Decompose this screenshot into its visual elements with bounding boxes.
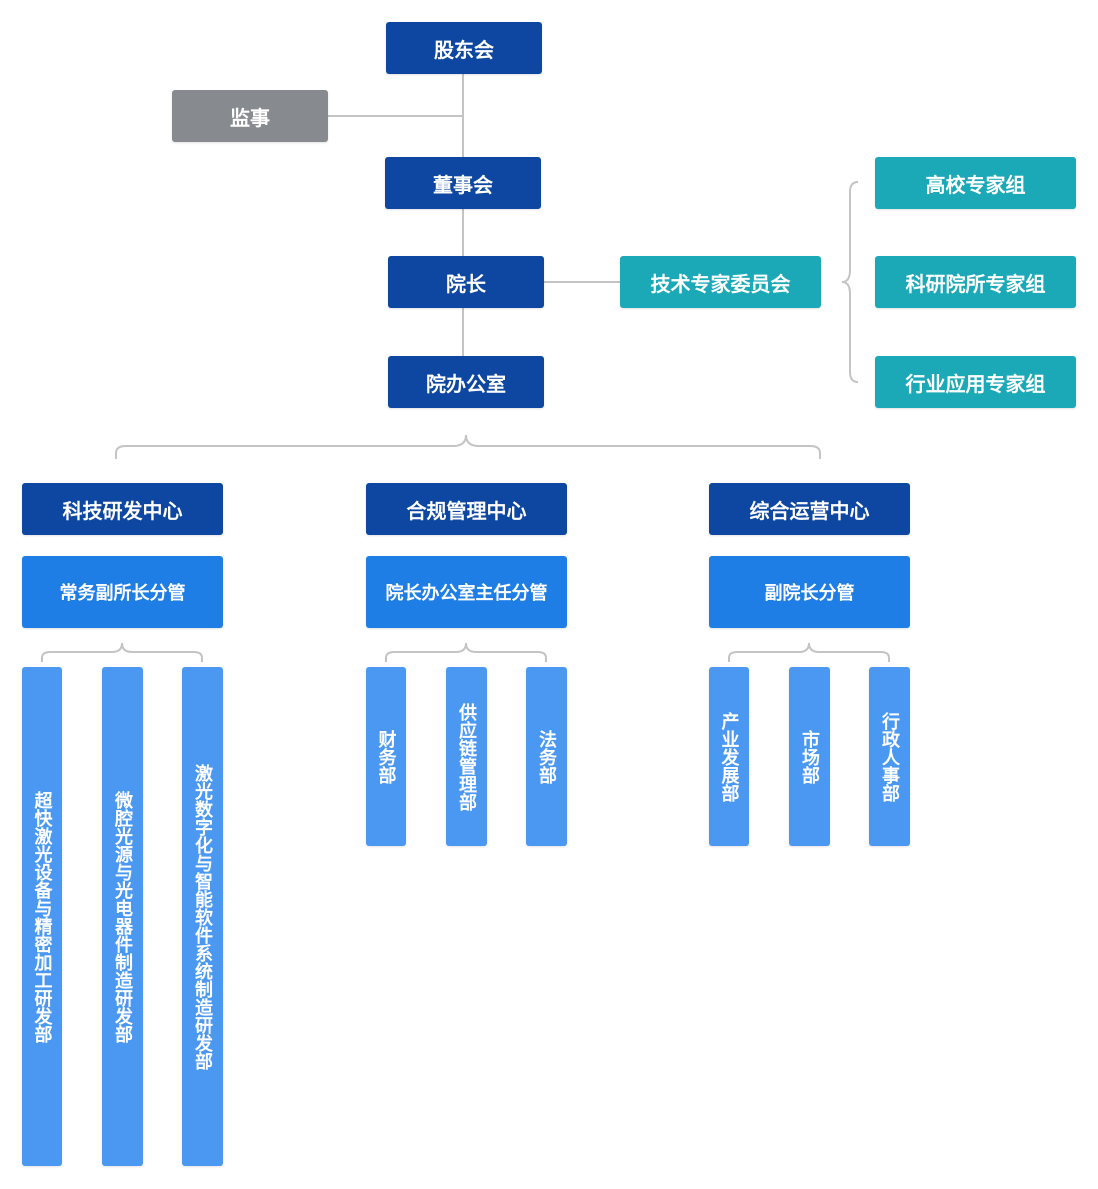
dept-ultrafast-laser: 超快激光设备与精密加工研发部 (22, 667, 62, 1166)
board-node: 董事会 (385, 157, 541, 209)
brace-expert-groups (841, 181, 859, 383)
center-compliance-manager: 院长办公室主任分管 (366, 556, 567, 628)
office-node: 院办公室 (388, 356, 544, 408)
shareholders-node: 股东会 (386, 22, 542, 74)
expert-group-university: 高校专家组 (875, 157, 1076, 209)
expert-group-industry: 行业应用专家组 (875, 356, 1076, 408)
brace-compliance-departments (385, 642, 547, 662)
center-rd-manager: 常务副所长分管 (22, 556, 223, 628)
dept-admin-hr: 行政人事部 (869, 667, 910, 846)
center-rd: 科技研发中心 (22, 483, 223, 535)
brace-centers (115, 434, 821, 459)
brace-rd-departments (41, 642, 203, 662)
president-node: 院长 (388, 256, 544, 308)
dept-microcavity-light: 微腔光源与光电器件制造研发部 (102, 667, 143, 1166)
expert-group-research-institute: 科研院所专家组 (875, 256, 1076, 308)
dept-industry-development: 产业发展部 (709, 667, 749, 846)
dept-laser-digital-software: 激光数字化与智能软件系统制造研发部 (182, 667, 223, 1166)
center-operations-manager: 副院长分管 (709, 556, 910, 628)
dept-finance: 财务部 (366, 667, 406, 846)
expert-committee-node: 技术专家委员会 (620, 256, 821, 308)
dept-legal: 法务部 (526, 667, 567, 846)
brace-operations-departments (728, 642, 890, 662)
center-compliance: 合规管理中心 (366, 483, 567, 535)
dept-supply-chain: 供应链管理部 (446, 667, 487, 846)
dept-market: 市场部 (789, 667, 830, 846)
center-operations: 综合运营中心 (709, 483, 910, 535)
supervisor-node: 监事 (172, 90, 328, 142)
